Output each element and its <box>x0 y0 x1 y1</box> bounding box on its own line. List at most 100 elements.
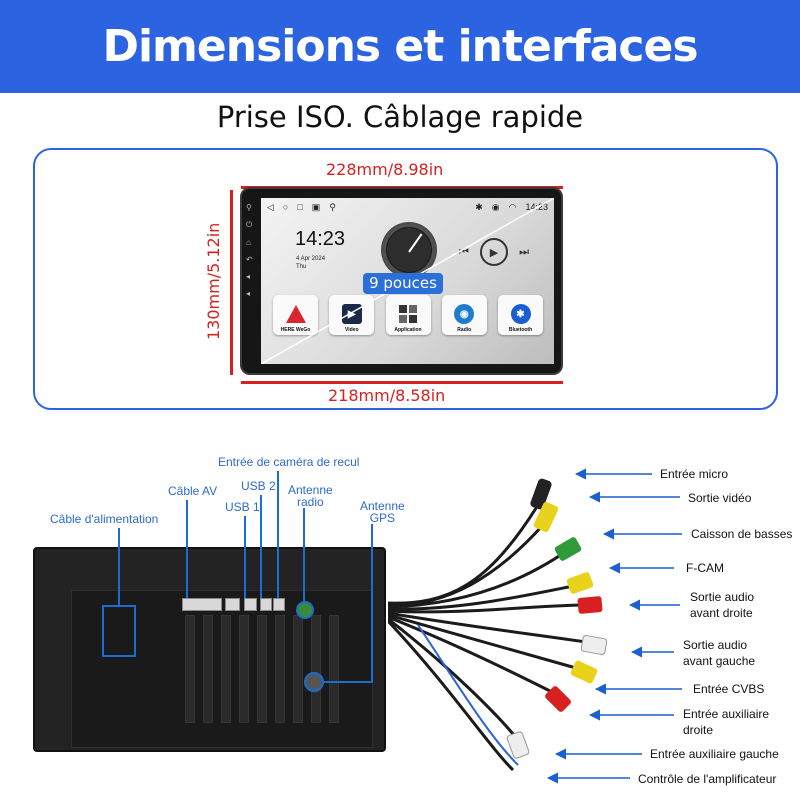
nav-recents-icon[interactable]: □ <box>297 202 303 212</box>
heatsink-rib <box>203 615 213 723</box>
heatsink-rib <box>293 615 303 723</box>
subwoofer-connector-green <box>554 537 582 561</box>
radio-antenna-label-line1: Antenne <box>288 483 333 497</box>
screen: ◁ ○ □ ▣ ⚲ ✱ ◉ ◠ 14:23 14:23 4 Apr 2024 T… <box>261 198 554 364</box>
date-widget: 4 Apr 2024 Thu <box>296 255 325 271</box>
map-triangle-icon <box>285 304 306 324</box>
mic-icon: ⚲ <box>246 203 252 212</box>
back-icon[interactable]: ↶ <box>246 255 253 264</box>
app-label: HERE WeGo <box>280 327 311 333</box>
usb-icon: ⚲ <box>329 201 336 212</box>
harness-arrows <box>546 468 682 784</box>
left-dimension-label: 130mm/5.12in <box>204 222 223 340</box>
label-aux-left: Entrée auxiliaire gauche <box>650 747 779 761</box>
aux-port <box>273 598 285 611</box>
label-front-right-out-line1: Sortie audio <box>690 590 755 604</box>
gps-leader-line-vertical <box>371 524 373 682</box>
gps-antenna-label: Antenne GPS <box>360 500 405 524</box>
gps-antenna-label-line2: GPS <box>369 511 396 525</box>
fcam-connector-yellow <box>566 572 594 594</box>
label-fcam: F-CAM <box>686 561 724 575</box>
heatsink-rib <box>275 615 285 723</box>
label-aux-right-line2: droite <box>683 723 714 737</box>
volume-up-icon[interactable]: ◂ <box>246 272 251 281</box>
nav-home-icon[interactable]: ○ <box>282 202 289 212</box>
app-radio[interactable]: ◉ Radio <box>441 295 487 335</box>
usb2-port <box>244 598 257 611</box>
aux-right-connector-red <box>545 686 571 712</box>
app-application[interactable]: Application <box>385 295 431 335</box>
usb2-leader-line <box>260 495 262 598</box>
power-cable-label: Câble d'alimentation <box>50 512 159 526</box>
power-icon[interactable]: ⏻ <box>246 220 253 229</box>
next-icon[interactable]: ⏭ <box>519 245 529 258</box>
usb1-port <box>225 598 240 611</box>
side-button-column: ⚲ ⏻ ⌂ ↶ ◂ ◂ <box>246 203 256 298</box>
label-aux-right-line1: Entrée auxiliaire <box>683 707 770 721</box>
front-view-frame <box>33 148 778 410</box>
play-button[interactable]: ▶ <box>480 238 508 266</box>
aux-left-connector-white <box>506 731 530 759</box>
screenshot-icon[interactable]: ▣ <box>311 201 321 212</box>
gps-leader-line-horizontal <box>323 681 373 683</box>
volume-down-icon[interactable]: ◂ <box>246 289 251 298</box>
front-left-out-connector-white <box>580 635 608 655</box>
camera-port <box>260 598 272 611</box>
bottom-dimension-line <box>241 381 563 384</box>
speedometer-gauge <box>381 222 437 278</box>
camera-leader-line <box>277 471 279 598</box>
media-controls: ⏮ ▶ ⏭ <box>459 232 529 272</box>
app-here-wego[interactable]: HERE WeGo <box>273 295 318 335</box>
heatsink-rib <box>239 615 249 723</box>
gps-antenna-port <box>304 672 324 692</box>
wiring-harness <box>388 478 608 772</box>
label-mic-in: Entrée micro <box>660 467 729 481</box>
radio-leader-line <box>303 508 305 601</box>
usb1-leader-line <box>244 516 246 598</box>
power-leader-line <box>118 528 120 606</box>
location-icon: ◉ <box>491 201 500 212</box>
usb2-label: USB 2 <box>241 479 276 493</box>
heatsink-rib <box>185 615 195 723</box>
radio-antenna-label: Antenne radio <box>288 484 333 508</box>
day-line: Thu <box>296 264 307 270</box>
front-right-out-connector-red <box>577 596 603 614</box>
bluetooth-status-icon: ✱ <box>475 201 483 212</box>
app-label: Bluetooth <box>508 327 533 333</box>
head-unit-back <box>33 547 386 752</box>
heatsink-rib <box>257 615 267 723</box>
rca-connectors <box>506 478 608 759</box>
camera-input-label: Entrée de caméra de recul <box>218 455 360 469</box>
app-label: Video <box>344 327 359 333</box>
previous-icon[interactable]: ⏮ <box>459 245 469 258</box>
nav-back-icon[interactable]: ◁ <box>267 201 274 212</box>
subtitle: Prise ISO. Câblage rapide <box>216 100 584 134</box>
date-line: 4 Apr 2024 <box>296 256 326 262</box>
screen-size-badge: 9 pouces <box>363 273 443 294</box>
app-dock: HERE WeGo ▶ Video Application ◉ Radio ✱ … <box>273 295 543 335</box>
heatsink-rib <box>329 615 339 723</box>
app-label: Radio <box>457 327 472 333</box>
header-banner: Dimensions et interfaces <box>0 0 800 93</box>
radio-antenna-port <box>296 601 314 619</box>
av-cable-label: Câble AV <box>168 484 218 498</box>
usb1-label: USB 1 <box>225 500 260 514</box>
left-dimension-line <box>230 190 233 375</box>
harness-cables <box>388 504 594 772</box>
page-title: Dimensions et interfaces <box>102 21 698 72</box>
app-video[interactable]: ▶ Video <box>329 295 375 335</box>
mic-jack <box>530 478 552 510</box>
label-video-out: Sortie vidéo <box>688 491 752 505</box>
label-front-left-out-line2: avant gauche <box>683 654 756 668</box>
home-icon[interactable]: ⌂ <box>246 238 251 247</box>
radio-icon: ◉ <box>454 304 475 324</box>
play-icon: ▶ <box>489 246 499 259</box>
av-port <box>182 598 222 611</box>
app-bluetooth[interactable]: ✱ Bluetooth <box>498 295 543 335</box>
app-label: Application <box>394 327 422 333</box>
top-dimension-label: 228mm/8.98in <box>326 160 444 179</box>
status-bar: ◁ ○ □ ▣ ⚲ ✱ ◉ ◠ 14:23 <box>261 198 554 216</box>
heatsink-rib <box>311 615 321 723</box>
blue-remote-wire <box>417 624 519 766</box>
heatsink-rib <box>221 615 231 723</box>
